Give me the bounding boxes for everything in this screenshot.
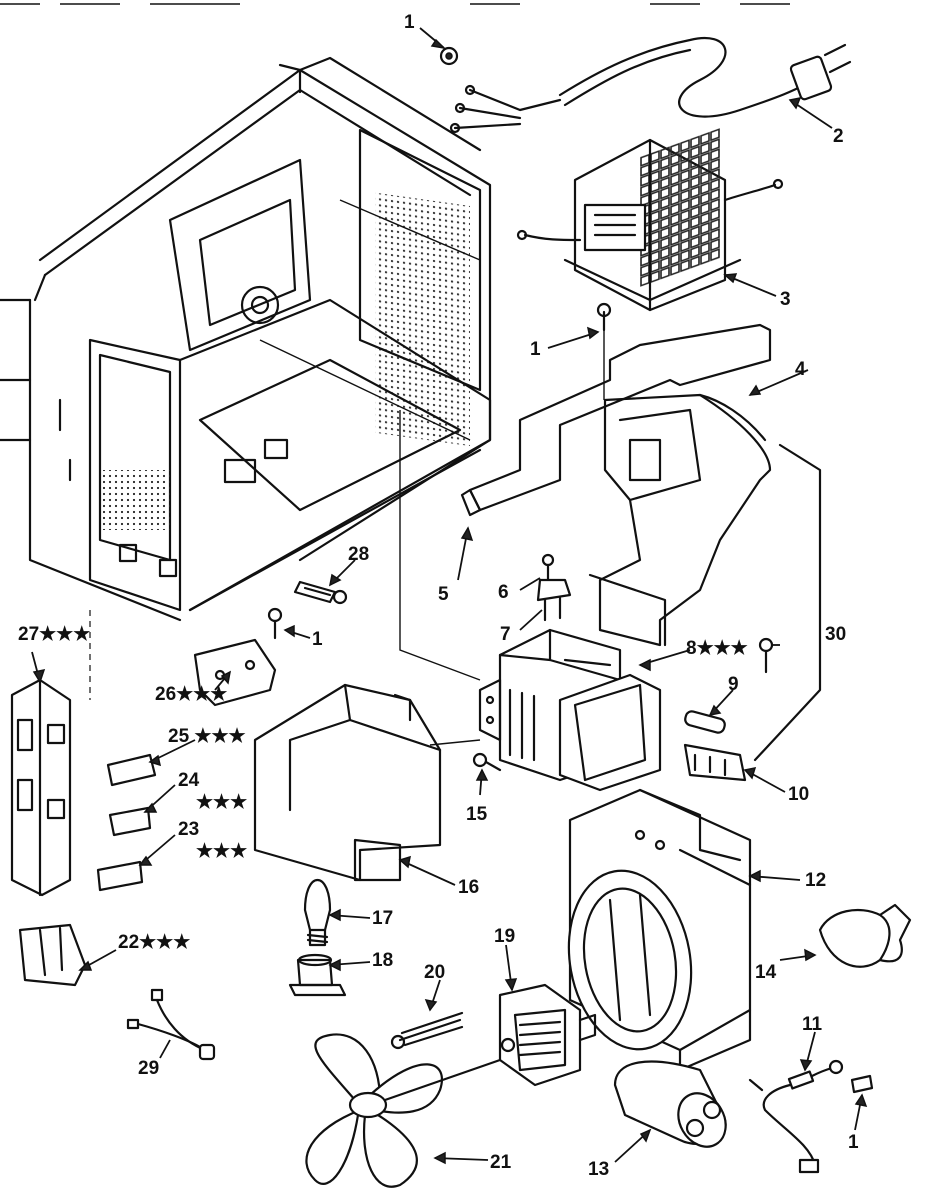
callout-18: 18 — [372, 950, 393, 971]
callout-5: 5 — [438, 584, 449, 605]
power-cord — [449, 37, 852, 134]
callout-6: 6 — [498, 582, 509, 603]
callout-1-mid: 1 — [530, 339, 541, 360]
chassis-frame — [0, 56, 492, 622]
screws — [267, 46, 612, 772]
callout-28: 28 — [348, 544, 369, 565]
callout-1-lower: 1 — [312, 629, 323, 650]
oven-lamp — [288, 879, 347, 997]
callout-21: 21 — [490, 1152, 512, 1173]
guide-lines — [259, 199, 605, 746]
arrowheads — [32, 38, 868, 1165]
bracket-rail — [460, 323, 772, 517]
callout-17: 17 — [372, 908, 393, 929]
thermal-cutout — [536, 553, 572, 622]
callout-9: 9 — [728, 674, 739, 695]
callout-8: 8★★★ — [686, 638, 748, 659]
callout-25: 25 ★★★ — [168, 726, 246, 747]
hv-capacitor — [613, 1060, 727, 1148]
waveguide-cover — [253, 683, 442, 882]
thermistor-wire — [126, 988, 216, 1061]
callout-27: 27★★★ — [18, 624, 90, 645]
callout-23: 23 — [178, 819, 199, 840]
callout-1-bottom: 1 — [848, 1132, 859, 1153]
callout-11: 11 — [802, 1014, 823, 1035]
callout-30: 30 — [825, 624, 846, 645]
hv-diode — [748, 1059, 874, 1174]
callout-16: 16 — [458, 877, 479, 898]
callout-24-stars: ★★★ — [196, 792, 247, 813]
capacitor-clamp — [818, 903, 912, 968]
callout-3: 3 — [780, 289, 791, 310]
callout-13: 13 — [588, 1159, 609, 1180]
callout-7: 7 — [500, 624, 511, 645]
callout-14: 14 — [755, 962, 777, 983]
fan-blade — [305, 1033, 502, 1188]
transformer — [516, 127, 784, 312]
callout-26: 26★★★ — [155, 684, 227, 705]
fan-shroud — [567, 788, 752, 1072]
fuse-holder-parts — [683, 443, 822, 782]
callout-4: 4 — [795, 359, 806, 380]
callout-10: 10 — [788, 784, 809, 805]
callout-24: 24 — [178, 770, 200, 791]
callout-labels: 1 2 3 1 4 5 28 1 6 7 8★★★ 30 9 10 27★★★ … — [18, 12, 859, 1180]
callout-1-top: 1 — [404, 12, 415, 33]
callout-29: 29 — [138, 1058, 159, 1079]
callout-12: 12 — [805, 870, 826, 891]
callout-19: 19 — [494, 926, 515, 947]
callout-15: 15 — [466, 804, 488, 825]
air-duct — [588, 393, 772, 647]
callout-2: 2 — [833, 126, 844, 147]
callout-20: 20 — [424, 962, 445, 983]
callout-22: 22★★★ — [118, 932, 190, 953]
callout-23-stars: ★★★ — [196, 841, 247, 862]
magnetron — [478, 628, 662, 792]
fan-motor — [390, 983, 597, 1087]
